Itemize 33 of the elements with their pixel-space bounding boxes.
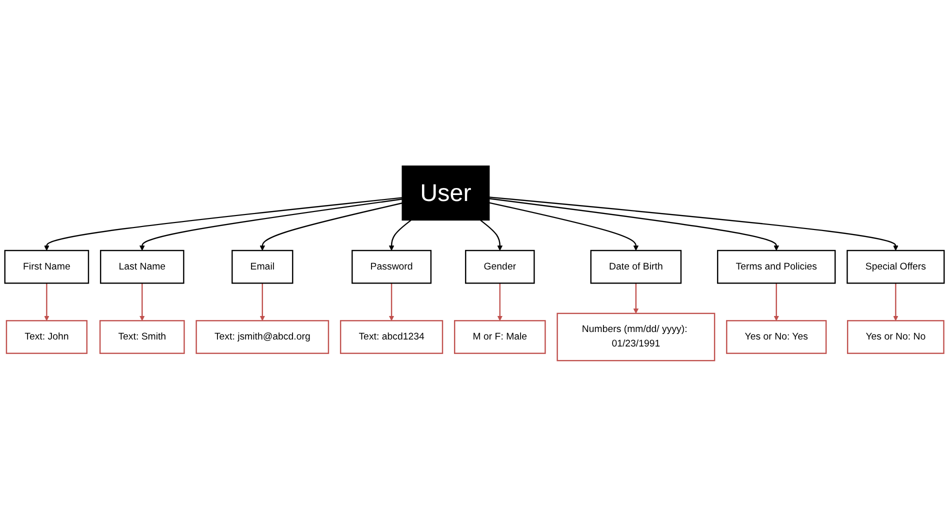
node-box: First Name (4, 250, 90, 284)
node-box: Text: John (6, 320, 88, 354)
node-box: Special Offers (846, 250, 945, 284)
arrow (633, 282, 639, 314)
node-box: Password (352, 250, 432, 284)
node-box: Numbers (mm/dd/ yyyy): 01/23/1991 (556, 312, 716, 361)
arrow (480, 220, 503, 251)
node-box: Date of Birth (590, 250, 682, 284)
node-box: Yes or No: No (846, 320, 944, 354)
node-box: Last Name (100, 250, 184, 284)
node-box: Yes or No: Yes (726, 320, 827, 354)
arrow (388, 282, 394, 321)
node-box: Terms and Policies (717, 250, 836, 284)
arrow (139, 282, 145, 321)
node-box: M or F: Male (454, 320, 546, 354)
node-box: Text: abcd1234 (340, 320, 444, 354)
node-box: User (402, 165, 490, 220)
node-box: Text: jsmith@abcd.org (196, 320, 330, 354)
arrow (44, 196, 402, 251)
node-box: Gender (465, 250, 535, 284)
arrow (388, 220, 412, 251)
arrow (774, 282, 780, 321)
arrow (260, 282, 266, 321)
arrow (489, 196, 898, 251)
arrow (139, 198, 402, 251)
arrow (489, 202, 639, 251)
arrow (893, 282, 898, 321)
arrow (260, 202, 402, 251)
node-box: Text: Smith (99, 320, 185, 354)
node-box: Email (232, 250, 294, 284)
arrow (497, 282, 503, 321)
arrow (44, 282, 50, 321)
arrow (489, 198, 780, 251)
